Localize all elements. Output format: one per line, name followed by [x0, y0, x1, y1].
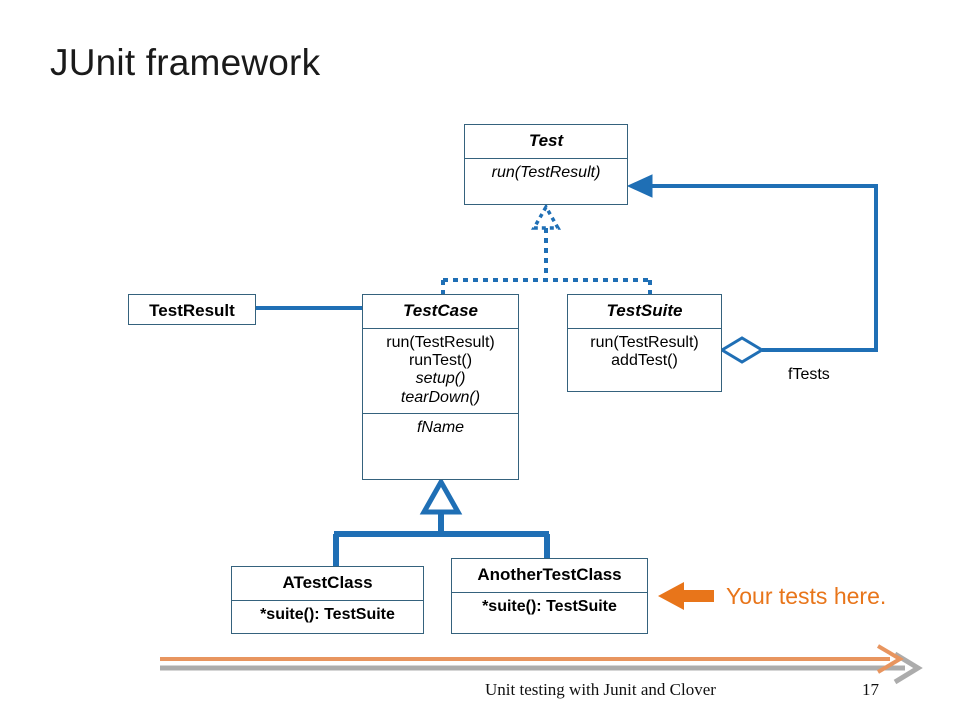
uml-class-anothertestclass-operations: *suite(): TestSuite — [452, 591, 647, 622]
generalization-arrowhead-icon — [419, 476, 463, 515]
realization-connector-group — [441, 203, 652, 294]
footer-title: Unit testing with Junit and Clover — [485, 680, 716, 699]
callout-label: Your tests here. — [726, 583, 887, 609]
uml-operation: setup() — [415, 370, 466, 388]
uml-class-atestclass[interactable]: ATestClass *suite(): TestSuite — [231, 566, 424, 634]
uml-operation: tearDown() — [400, 388, 481, 406]
uml-operation: runTest() — [408, 351, 473, 369]
aggregation-diamond-icon — [719, 336, 765, 364]
uml-operation: run(TestResult) — [590, 333, 699, 351]
uml-class-anothertestclass[interactable]: AnotherTestClass *suite(): TestSuite — [451, 558, 648, 634]
uml-class-anothertestclass-name: AnotherTestClass — [477, 565, 622, 584]
uml-class-test-name: Test — [528, 131, 564, 150]
aggregation-arrowhead-icon — [626, 174, 653, 198]
uml-class-testcase-name: TestCase — [403, 301, 478, 320]
uml-class-testsuite-operations: run(TestResult) addTest() — [568, 327, 721, 377]
page-title: JUnit framework — [50, 42, 321, 83]
footer-arrow-orange-head-icon — [876, 644, 904, 674]
uml-class-atestclass-operations: *suite(): TestSuite — [232, 599, 423, 630]
page-number: 17 — [862, 680, 879, 699]
uml-class-testsuite[interactable]: TestSuite run(TestResult) addTest() — [567, 294, 722, 392]
uml-class-testcase-operations: run(TestResult) runTest() setup() tearDo… — [363, 327, 518, 414]
aggregation-role-label: fTests — [788, 366, 830, 383]
uml-class-atestclass-name: ATestClass — [282, 573, 373, 592]
callout-arrow-icon — [658, 582, 714, 610]
uml-operation: run(TestResult) — [491, 163, 601, 181]
uml-class-testcase-attributes: fName — [363, 413, 518, 443]
uml-class-test-operations: run(TestResult) — [465, 157, 627, 188]
uml-class-testcase[interactable]: TestCase run(TestResult) runTest() setup… — [362, 294, 519, 480]
uml-class-testresult-name: TestResult — [149, 301, 235, 320]
uml-class-test[interactable]: Test run(TestResult) — [464, 124, 628, 205]
uml-operation: run(TestResult) — [386, 333, 495, 351]
uml-class-testresult[interactable]: TestResult — [128, 294, 256, 325]
callout-arrow-shape — [658, 582, 714, 610]
footer-arrow-gray-head-icon — [893, 651, 923, 685]
uml-operation: addTest() — [611, 351, 678, 369]
uml-class-testsuite-name: TestSuite — [606, 301, 683, 320]
footer-decoration-arrows — [160, 644, 923, 685]
generalization-connector-group — [333, 476, 550, 566]
realization-arrowhead-icon — [530, 203, 562, 230]
